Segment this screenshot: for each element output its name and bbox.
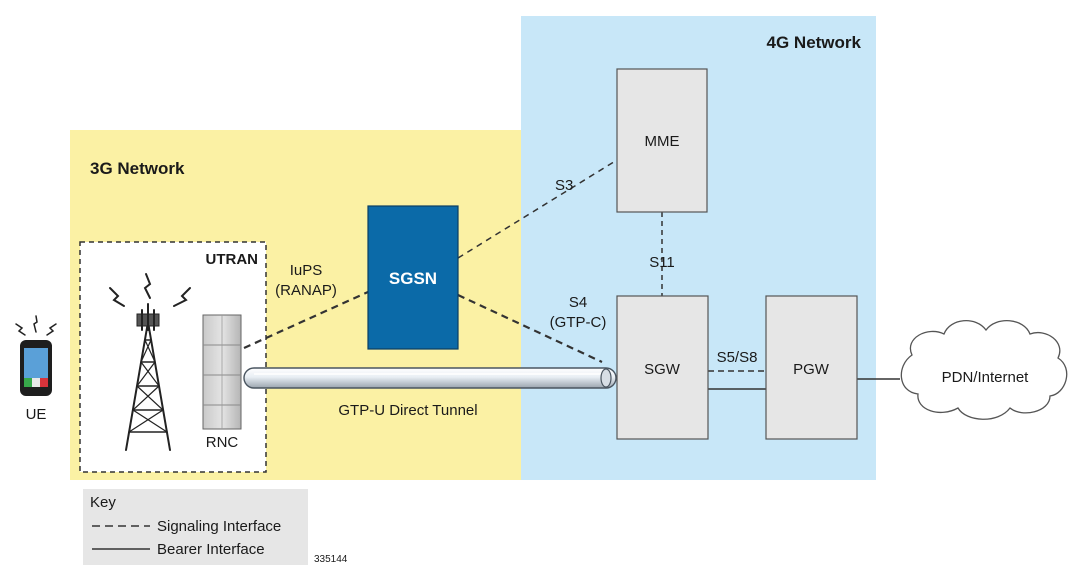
- gtp-u-tunnel: [243, 367, 617, 389]
- sgsn-node: [367, 205, 459, 350]
- s3-label: S3: [555, 177, 573, 194]
- ue-phone-icon: [15, 315, 57, 396]
- ue-label: UE: [26, 406, 47, 423]
- pgw-node: [765, 295, 858, 440]
- key-signaling-label: Signaling Interface: [157, 518, 281, 535]
- key-title: Key: [90, 494, 116, 511]
- sgw-node: [616, 295, 709, 440]
- region-3g-title: 3G Network: [90, 159, 185, 178]
- s4-link: [457, 294, 603, 363]
- iups-label: IuPS: [290, 262, 323, 279]
- s4-label: S4: [569, 294, 587, 311]
- rnc-node: [202, 314, 242, 430]
- mme-label: MME: [645, 133, 680, 150]
- sgw-label: SGW: [644, 361, 681, 378]
- cell-tower-icon: [109, 273, 191, 451]
- s11-label: S11: [649, 254, 675, 271]
- figure-number: 335144: [314, 554, 348, 565]
- s3-link: [457, 159, 618, 259]
- rnc-label: RNC: [206, 434, 239, 451]
- iups-link: [243, 290, 369, 350]
- mme-node: [616, 68, 708, 213]
- iups-sub-label: (RANAP): [275, 282, 337, 299]
- utran-title: UTRAN: [206, 251, 259, 268]
- s5s8-label: S5/S8: [717, 349, 758, 366]
- region-4g-title: 4G Network: [767, 33, 862, 52]
- sgsn-label: SGSN: [389, 269, 437, 288]
- pdn-cloud-icon: [900, 320, 1068, 420]
- key-bearer-label: Bearer Interface: [157, 541, 265, 558]
- s4-sub-label: (GTP-C): [550, 314, 607, 331]
- pgw-label: PGW: [793, 361, 830, 378]
- pdn-label: PDN/Internet: [942, 369, 1030, 386]
- tunnel-label: GTP-U Direct Tunnel: [338, 402, 477, 419]
- key-legend: Key Signaling Interface Bearer Interface: [83, 489, 308, 565]
